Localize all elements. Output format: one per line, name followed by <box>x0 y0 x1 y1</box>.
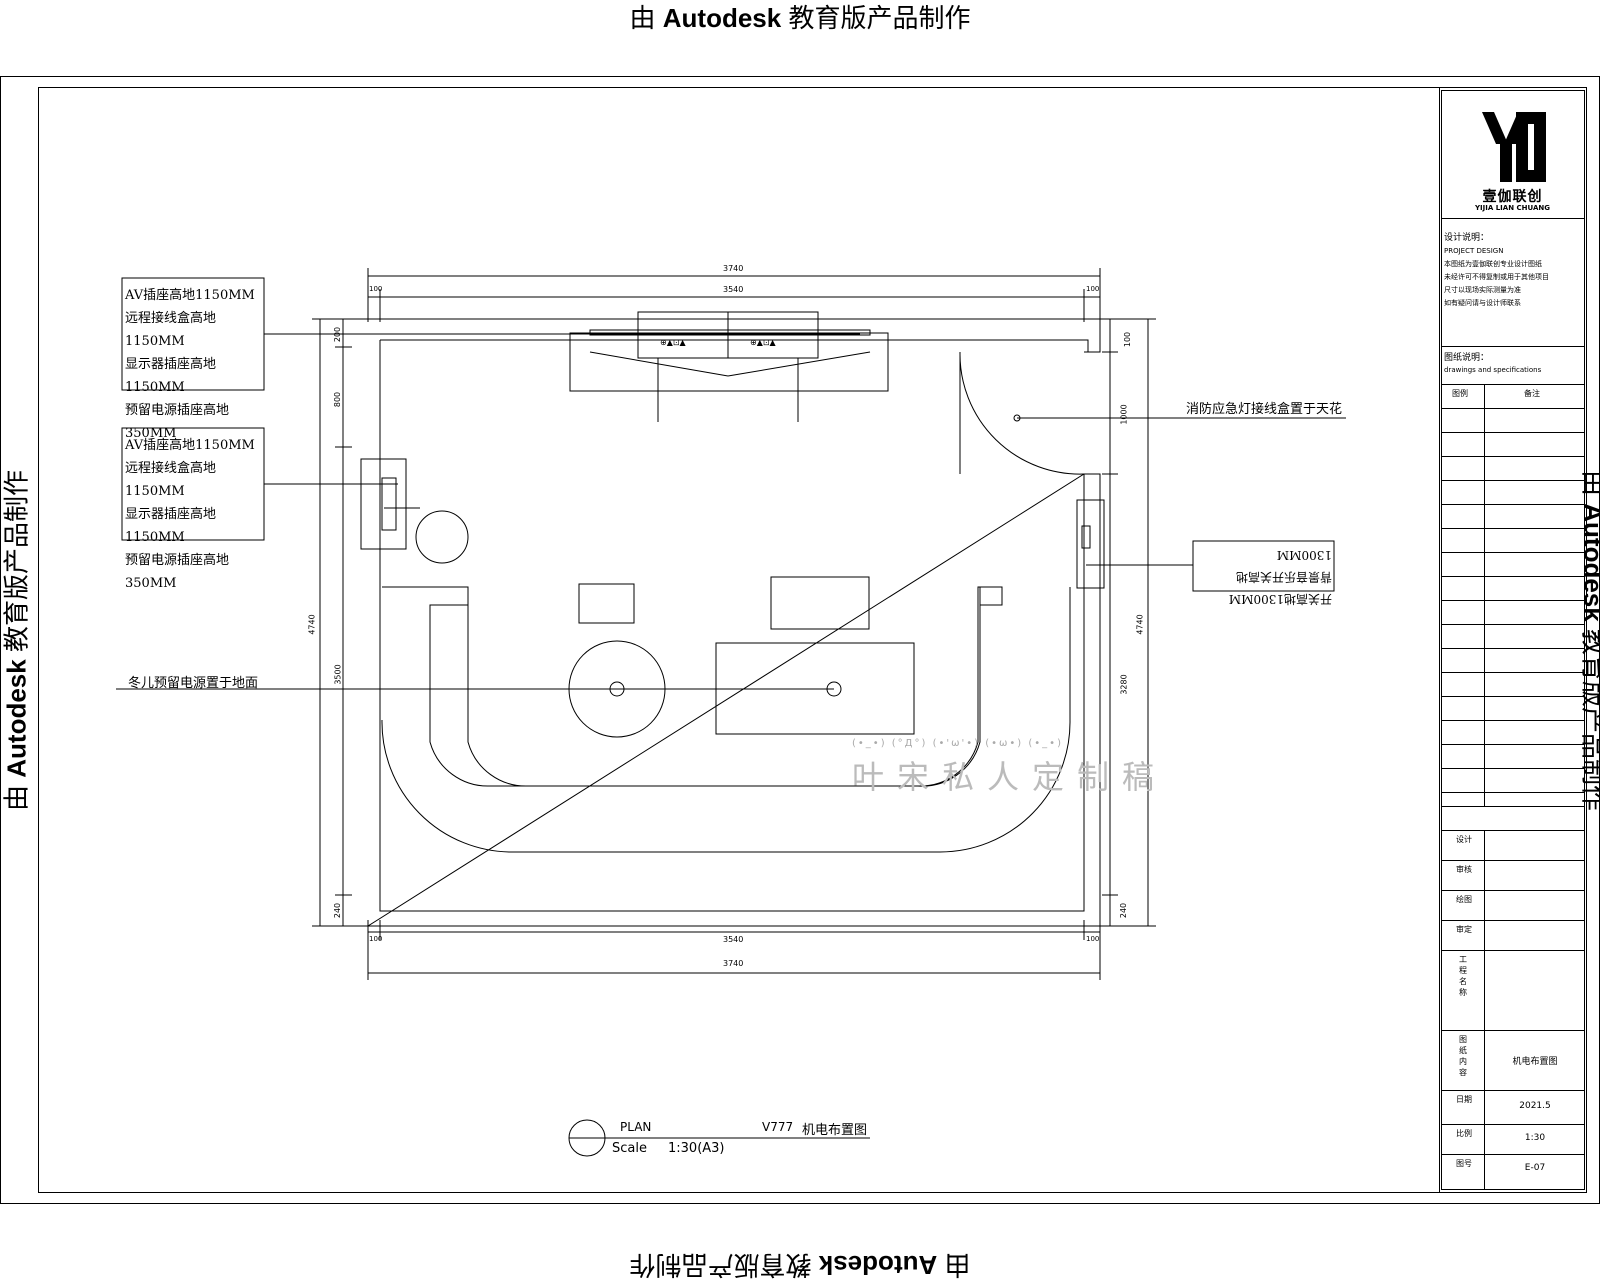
dim-bottom-right-small: 100 <box>1086 935 1099 943</box>
room-plan: ⊕▲⊡▲ ⊕▲⊡▲ <box>361 312 1104 926</box>
design-line: 未经许可不得复制或用于其他项目 <box>1444 271 1584 284</box>
dim-top-left-small: 100 <box>369 285 382 293</box>
chair <box>416 511 468 563</box>
dim-top-inner: 3540 <box>723 285 743 294</box>
callout-line: 远程接线盒高地1150MM <box>125 457 265 503</box>
design-line: 设计说明： <box>1444 232 1584 245</box>
floor-note: 冬儿预留电源置于地面 <box>128 672 258 691</box>
dim-left-overall: 4740 <box>308 614 317 634</box>
design-notes: 设计说明： PROJECT DESIGN 本图纸为壹伽联创专业设计图纸 未经许可… <box>1444 232 1584 310</box>
info-row-label: 日期 <box>1446 1094 1482 1105</box>
info-row-label: 审定 <box>1446 924 1482 935</box>
inner-wall <box>380 340 1088 911</box>
sofa-arm-left <box>468 587 528 786</box>
outer-frame <box>1 77 1600 1204</box>
callout-line: 预留电源插座高地350MM <box>125 549 265 595</box>
inner-frame <box>39 88 1587 1193</box>
callout-line: AV插座高地1150MM <box>125 284 265 307</box>
callout-top-left: AV插座高地1150MM 远程接线盒高地1150MM 显示器插座高地1150MM… <box>125 284 265 445</box>
left-outlet-box <box>361 459 406 549</box>
drawing-notes: 图纸说明： <box>1444 350 1489 363</box>
info-row-value: 机电布置图 <box>1486 1054 1584 1067</box>
callout-line: 背景音乐开关高地1300MM <box>1196 544 1332 588</box>
door-swing <box>960 352 1084 474</box>
side-table-1 <box>579 584 634 623</box>
switch <box>1082 526 1090 548</box>
side-table-2 <box>771 577 869 629</box>
dim-right-overall: 4740 <box>1136 614 1145 634</box>
dim-left-mid: 800 <box>333 392 342 407</box>
dim-right-mid: 1000 <box>1120 404 1129 424</box>
info-row-label: 审核 <box>1446 864 1482 875</box>
plan-code: V777 <box>762 1120 793 1134</box>
sofa-outer <box>382 587 1070 852</box>
left-outlet <box>382 478 396 530</box>
logo-mark <box>1482 112 1546 182</box>
leaders <box>116 334 1346 689</box>
callout-line: 显示器插座高地1150MM <box>125 503 265 549</box>
plan-label: PLAN <box>620 1120 651 1134</box>
outlet-symbols-2: ⊕▲⊡▲ <box>750 338 777 347</box>
info-row-label: 比例 <box>1446 1128 1482 1139</box>
tv-cabinet <box>570 333 888 391</box>
watermark-faces: (•_•) (°Д°) (•'ω'•) (•ω•) (•_•) <box>852 738 1063 749</box>
dim-left-main: 3500 <box>334 664 343 684</box>
dim-right-main: 3280 <box>1120 674 1129 694</box>
info-row-value: E-07 <box>1486 1163 1584 1173</box>
info-row-label: 设计 <box>1446 834 1482 845</box>
plan-scale-label: Scale <box>612 1141 647 1156</box>
design-line: 尺寸以现场实际测量为准 <box>1444 284 1584 297</box>
callout-line: 开关高地1300MM <box>1196 588 1332 610</box>
info-row-label: 绘图 <box>1446 894 1482 905</box>
info-row-label: 工程名称 <box>1458 954 1468 998</box>
outer-wall <box>368 319 1100 926</box>
plan-scale-value: 1:30(A3) <box>668 1141 725 1156</box>
plan-title: 机电布置图 <box>802 1119 867 1138</box>
col-header-remark: 备注 <box>1524 388 1540 399</box>
watermark-text: 叶宋私人定制稿 <box>852 752 1167 798</box>
design-line: 如有疑问请与设计师联系 <box>1444 297 1584 310</box>
design-line: 本图纸为壹伽联创专业设计图纸 <box>1444 258 1584 271</box>
callout-line: 显示器插座高地1150MM <box>125 353 265 399</box>
callout-right: 开关高地1300MM 背景音乐开关高地1300MM <box>1196 544 1332 610</box>
col-header-legend: 图例 <box>1452 388 1468 399</box>
dim-left-bottom: 240 <box>333 903 342 918</box>
dim-bottom-overall: 3740 <box>723 959 743 968</box>
outlet-symbols-1: ⊕▲⊡▲ <box>660 338 687 347</box>
dim-right-top: 100 <box>1123 332 1132 347</box>
callout-mid-left: AV插座高地1150MM 远程接线盒高地1150MM 显示器插座高地1150MM… <box>125 434 265 595</box>
drawing-notes-en: drawings and specifications <box>1444 366 1541 374</box>
dim-left-top: 200 <box>333 327 342 342</box>
design-line: PROJECT DESIGN <box>1444 245 1584 258</box>
dim-top-overall: 3740 <box>723 264 743 273</box>
dim-top-right-small: 100 <box>1086 285 1099 293</box>
logo-name-cn: 壹伽联创 <box>1441 186 1584 206</box>
dim-bottom-inner: 3540 <box>723 935 743 944</box>
callout-line: AV插座高地1150MM <box>125 434 265 457</box>
info-row-label: 图号 <box>1446 1158 1482 1169</box>
callout-line: 远程接线盒高地1150MM <box>125 307 265 353</box>
info-row-value: 2021.5 <box>1486 1101 1584 1111</box>
info-row-label: 图纸内容 <box>1458 1034 1468 1078</box>
info-row-value: 1:30 <box>1486 1133 1584 1143</box>
dim-bottom-left-small: 100 <box>369 935 382 943</box>
logo-name-en: YIJIA LIAN CHUANG <box>1441 204 1584 212</box>
dim-right-bottom: 240 <box>1119 903 1128 918</box>
ceiling-note: 消防应急灯接线盒置于天花 <box>1186 398 1342 417</box>
